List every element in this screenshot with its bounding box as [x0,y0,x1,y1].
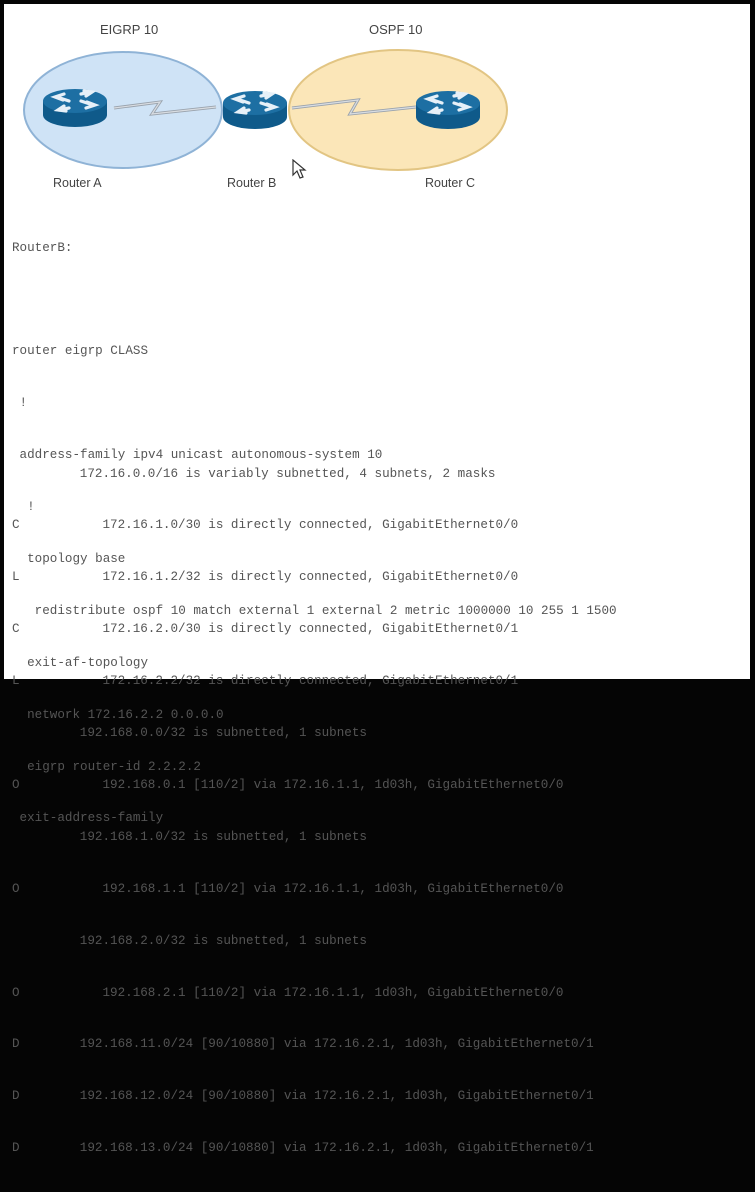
router-a-label: Router A [53,176,102,190]
router-b-icon[interactable] [221,89,289,131]
route-entry: D 192.168.13.0/24 [90/10880] via 172.16.… [12,1140,750,1157]
route-code: O [12,881,20,896]
route-code: C [12,518,20,533]
route-code: D [12,1089,20,1104]
route-text: 172.16.2.0/30 is directly connected, Gig… [42,622,519,637]
route-code: C [12,622,20,637]
router-c-icon[interactable] [414,89,482,131]
route-code: L [12,674,20,689]
eigrp-domain [23,51,223,169]
route-entry: D 192.168.12.0/24 [90/10880] via 172.16.… [12,1088,750,1105]
route-code [12,829,42,846]
router-a-icon[interactable] [41,87,109,129]
route-entry: O 192.168.1.1 [110/2] via 172.16.1.1, 1d… [12,881,750,898]
route-text: 192.168.1.1 [110/2] via 172.16.1.1, 1d03… [42,881,564,896]
topology-diagram: EIGRP 10 OSPF 10 Router A Router B Route… [4,4,750,204]
route-text: 192.168.12.0/24 [90/10880] via 172.16.2.… [42,1089,594,1104]
config-line: topology base [12,551,126,566]
config-line [12,291,750,308]
route-entry: C 172.16.1.0/30 is directly connected, G… [12,517,750,534]
config-line: ! [12,396,28,411]
route-code [12,466,42,483]
route-text: 192.168.1.0/32 is subnetted, 1 subnets [42,829,367,844]
route-code: L [12,570,20,585]
route-entry: O 192.168.2.1 [110/2] via 172.16.1.1, 1d… [12,985,750,1002]
route-text: 172.16.1.0/30 is directly connected, Gig… [42,518,519,533]
eigrp-domain-label: EIGRP 10 [100,22,159,37]
route-code [12,933,42,950]
route-text: 192.168.0.0/32 is subnetted, 1 subnets [42,726,367,741]
router-c-label: Router C [425,176,476,190]
route-text: 172.16.1.2/32 is directly connected, Gig… [42,570,519,585]
route-code [12,725,42,742]
config-line: ! [12,500,35,515]
mouse-cursor-icon [292,159,307,179]
config-line: redistribute ospf 10 match external 1 ex… [12,603,617,618]
route-text: 172.16.0.0/16 is variably subnetted, 4 s… [42,466,496,481]
route-code: O [12,777,20,792]
serial-link-b-c [291,98,417,116]
topology-svg [23,49,508,171]
route-entry: L 172.16.2.2/32 is directly connected, G… [12,673,750,690]
screenshot-frame: EIGRP 10 OSPF 10 Router A Router B Route… [4,4,750,1155]
route-entry: 192.168.0.0/32 is subnetted, 1 subnets [12,725,750,742]
route-entry: C 172.16.2.0/30 is directly connected, G… [12,621,750,638]
config-line: exit-af-topology [12,655,149,670]
config-line: router eigrp CLASS [12,344,149,359]
route-entry: 192.168.2.0/32 is subnetted, 1 subnets [12,933,750,950]
serial-link-a-b [113,100,217,116]
route-text: 192.168.0.1 [110/2] via 172.16.1.1, 1d03… [42,777,564,792]
route-text: 192.168.11.0/24 [90/10880] via 172.16.2.… [42,1037,594,1052]
ospf-domain-label: OSPF 10 [369,22,423,37]
config-line: address-family ipv4 unicast autonomous-s… [12,448,383,463]
route-entry: O 192.168.0.1 [110/2] via 172.16.1.1, 1d… [12,777,750,794]
route-code: D [12,1141,20,1156]
route-text: 172.16.2.2/32 is directly connected, Gig… [42,674,519,689]
route-text: 192.168.2.1 [110/2] via 172.16.1.1, 1d03… [42,985,564,1000]
route-entry: D 192.168.11.0/24 [90/10880] via 172.16.… [12,1036,750,1053]
route-text: 192.168.13.0/24 [90/10880] via 172.16.2.… [42,1141,594,1156]
route-code: D [12,1037,20,1052]
config-title: RouterB: [12,240,73,255]
route-code: O [12,985,20,1000]
route-entry: 192.168.1.0/32 is subnetted, 1 subnets [12,829,750,846]
route-entry: L 172.16.1.2/32 is directly connected, G… [12,569,750,586]
route-entry: 172.16.0.0/16 is variably subnetted, 4 s… [12,466,750,483]
route-text: 192.168.2.0/32 is subnetted, 1 subnets [42,933,367,948]
router-b-label: Router B [227,176,277,190]
routing-table: 172.16.0.0/16 is variably subnetted, 4 s… [12,431,750,1192]
